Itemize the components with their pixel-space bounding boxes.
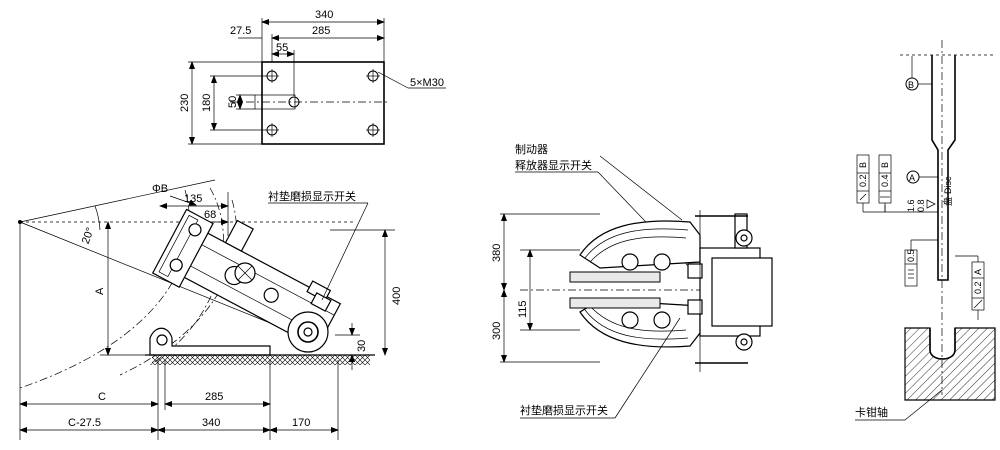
- dim-c: C: [98, 391, 106, 403]
- tolerance-view: B A 0.2 B 0.4 B 盘 Disc: [855, 40, 996, 421]
- dim-115: 115: [517, 300, 529, 318]
- dim-400: 400: [391, 287, 403, 305]
- dim-50: 50: [227, 96, 239, 108]
- svg-text:A: A: [973, 269, 983, 275]
- top-plan-view: 340 285 27.5 55 230 180 50 5×M30: [179, 9, 446, 145]
- front-view: 制动器 释放器显示开关: [491, 143, 773, 419]
- ground-hatch: [152, 355, 370, 365]
- dim-230: 230: [179, 94, 191, 112]
- dim-340-side: 340: [202, 417, 220, 429]
- disc-cn: 盘: [942, 197, 954, 206]
- dim-170: 170: [292, 417, 310, 429]
- side-view: 20° ΦB 135 68: [18, 179, 403, 440]
- base-bracket: [149, 327, 271, 356]
- brake-label: 制动器: [515, 143, 548, 156]
- svg-text:B: B: [880, 162, 890, 168]
- dim-55: 55: [276, 42, 288, 54]
- dim-a: A: [94, 287, 106, 295]
- roughness-1: 1.6: [906, 199, 916, 212]
- dim-27-5: 27.5: [230, 25, 251, 37]
- dim-285-top: 285: [312, 25, 330, 37]
- base-plate-outline: [261, 61, 385, 145]
- disc-shaft: [931, 55, 956, 281]
- dim-180: 180: [201, 94, 213, 112]
- tolerance-frame: 0.2 B: [856, 154, 870, 212]
- datum-b: B: [908, 80, 914, 90]
- angle-20: 20°: [80, 226, 97, 246]
- dim-135: 135: [184, 193, 202, 205]
- svg-text:0.2: 0.2: [973, 281, 983, 294]
- slot-outline: [254, 94, 296, 110]
- lower-pad: [569, 297, 661, 309]
- svg-text:0.2: 0.2: [858, 174, 868, 187]
- dim-380: 380: [491, 244, 503, 262]
- release-switch-label: 释放器显示开关: [515, 158, 592, 172]
- roughness-2: 0.8: [916, 199, 926, 212]
- dim-30: 30: [356, 340, 368, 352]
- upper-caliper: [579, 220, 701, 269]
- center-hole: [288, 96, 300, 108]
- datum-a: A: [909, 173, 915, 183]
- tolerance-frame: 0.2 A: [955, 255, 985, 320]
- dim-300: 300: [491, 322, 503, 340]
- holes-label: 5×M30: [410, 77, 444, 89]
- caliper-section: [904, 327, 996, 401]
- tolerance-frame: 0.4 B: [878, 154, 892, 212]
- side-wear-switch-label: 衬垫磨损显示开关: [268, 189, 356, 203]
- caliper-shaft-label: 卡钳轴: [855, 405, 888, 419]
- dim-c-minus: C-27.5: [68, 417, 101, 429]
- dim-68: 68: [204, 209, 216, 221]
- svg-text:B: B: [858, 162, 868, 168]
- svg-text:0.4: 0.4: [880, 174, 890, 187]
- symmetry-frame: 0.5: [904, 239, 938, 287]
- mounting-hole: [265, 123, 279, 137]
- mounting-hole: [366, 123, 380, 137]
- svg-text:0.5: 0.5: [906, 249, 916, 262]
- upper-pad: [569, 271, 661, 283]
- dim-285-side: 285: [205, 391, 223, 403]
- mounting-hole: [366, 69, 380, 83]
- phi-b-label: ΦB: [152, 183, 168, 195]
- dim-340-top: 340: [315, 9, 333, 21]
- front-wear-switch-label: 衬垫磨损显示开关: [520, 403, 608, 417]
- disc-en: Disc: [943, 176, 953, 194]
- mounting-hole: [265, 69, 279, 83]
